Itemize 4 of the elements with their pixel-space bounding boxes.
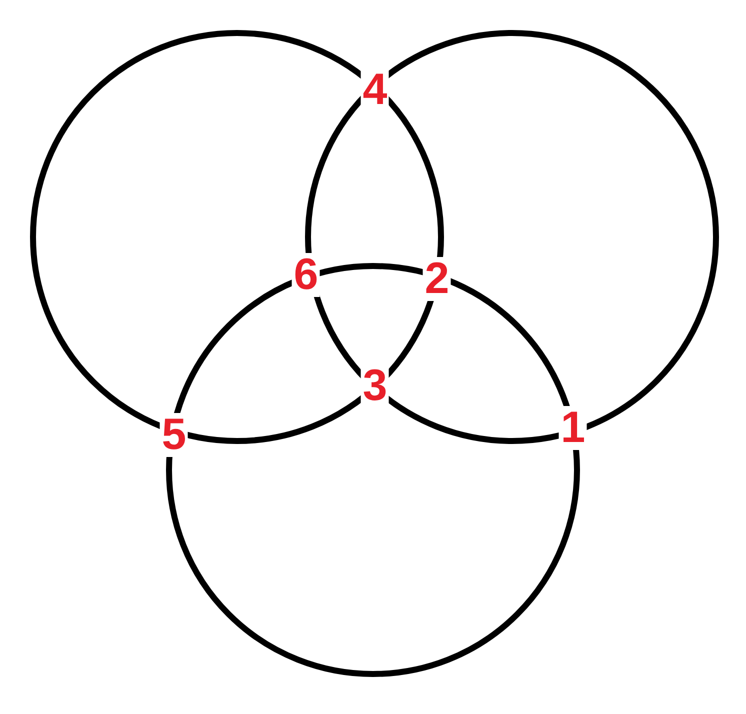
intersection-number: 5 (160, 413, 188, 457)
intersection-number: 6 (292, 253, 320, 297)
intersection-number: 2 (422, 257, 452, 301)
intersection-number: 1 (558, 406, 588, 450)
